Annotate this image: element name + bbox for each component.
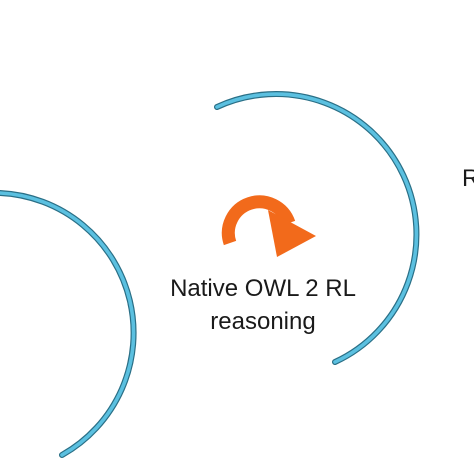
edge-label-right: R	[462, 165, 474, 192]
right-arc	[214, 91, 420, 365]
center-label-line-2: reasoning	[210, 308, 316, 335]
cycle-arrow-icon	[221, 195, 316, 257]
left-arc	[0, 190, 137, 458]
center-label-line-1: Native OWL 2 RL	[170, 275, 356, 302]
